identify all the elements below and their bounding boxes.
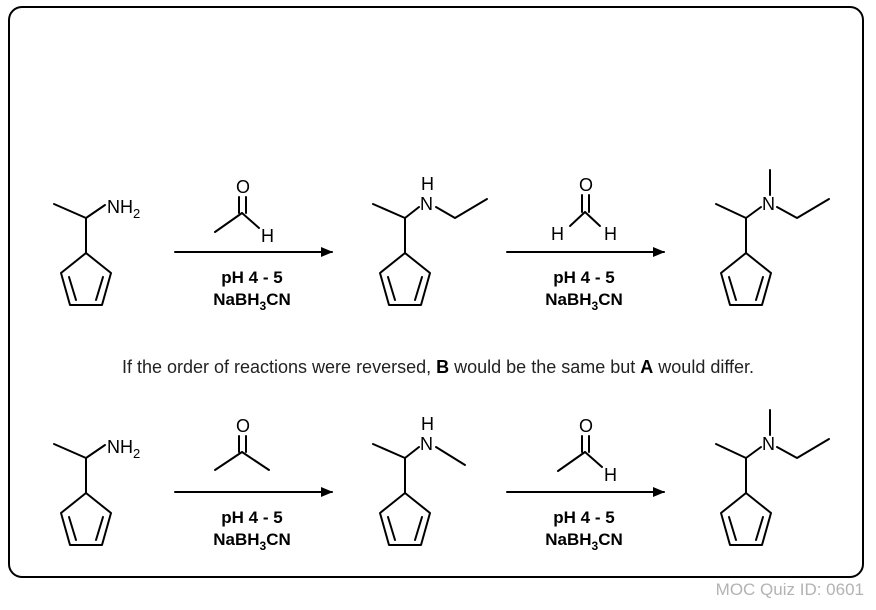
molecule-primary-amine-row2: NH2 xyxy=(53,437,140,546)
hydrogen-label: H xyxy=(604,224,617,244)
molecule-primary-amine-row1: NH2 xyxy=(53,197,140,306)
nitrogen-label: N xyxy=(762,194,775,214)
hydrogen-label: H xyxy=(604,465,617,485)
quiz-id-footer: MOC Quiz ID: 0601 xyxy=(715,580,864,599)
molecule-secondary-amine-row1: H N xyxy=(372,174,488,306)
hydrogen-label: H xyxy=(551,224,564,244)
oxygen-label: O xyxy=(579,416,593,436)
nitrogen-label: N xyxy=(762,434,775,454)
ph-condition-1: pH 4 - 5 xyxy=(221,268,282,287)
reagent-acetaldehyde-row2: O H xyxy=(557,416,617,485)
scheme-frame xyxy=(8,6,864,578)
reagent-nabh3cn-4: NaBH3CN xyxy=(545,530,623,553)
oxygen-label: O xyxy=(579,175,593,195)
reagent-acetone-row2: O xyxy=(214,416,270,471)
oxygen-label: O xyxy=(236,177,250,197)
hydrogen-label: H xyxy=(261,226,274,246)
oxygen-label: O xyxy=(236,416,250,436)
reagent-nabh3cn-2: NaBH3CN xyxy=(545,290,623,313)
ph-condition-3: pH 4 - 5 xyxy=(221,508,282,527)
ph-condition-2: pH 4 - 5 xyxy=(553,268,614,287)
label-a: A xyxy=(640,357,654,377)
nitrogen-label: N xyxy=(420,434,433,454)
caption-text: If the order of reactions were reversed,… xyxy=(121,357,755,377)
hydrogen-label: H xyxy=(421,414,434,434)
hydrogen-label: H xyxy=(421,174,434,194)
molecule-tertiary-amine-row2: N xyxy=(715,409,830,546)
nh2-label: NH2 xyxy=(107,437,140,461)
reagent-nabh3cn-3: NaBH3CN xyxy=(213,530,291,553)
molecule-tertiary-amine-row1: N xyxy=(715,169,830,306)
nitrogen-label: N xyxy=(420,194,433,214)
reagent-nabh3cn-1: NaBH3CN xyxy=(213,290,291,313)
molecule-secondary-amine-row2: H N xyxy=(372,414,466,546)
nh2-label: NH2 xyxy=(107,197,140,221)
label-b: B xyxy=(436,357,450,377)
reagent-formaldehyde-row1: O H H xyxy=(551,175,617,244)
ph-condition-4: pH 4 - 5 xyxy=(553,508,614,527)
reagent-acetaldehyde-row1: O H xyxy=(214,177,274,246)
